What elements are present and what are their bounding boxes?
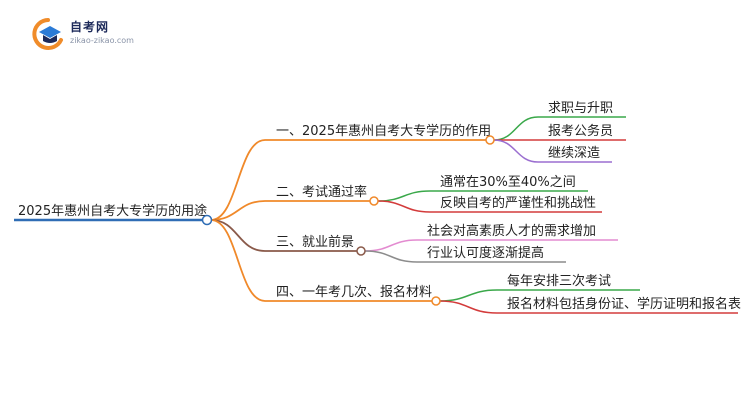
site-logo[interactable]: 自考网 zikao-zikao.com bbox=[28, 14, 168, 54]
leaf-1-1-label: 求职与升职 bbox=[548, 101, 613, 116]
leaf-2-2-label: 反映自考的严谨性和挑战性 bbox=[440, 195, 596, 211]
logo-domain-text: zikao-zikao.com bbox=[70, 36, 134, 45]
leaf-2-1-connector bbox=[377, 190, 431, 202]
branch-1-label: 一、2025年惠州自考大专学历的作用 bbox=[276, 123, 491, 139]
branch-3-label: 三、就业前景 bbox=[276, 234, 354, 250]
leaf-3-2-connector bbox=[364, 250, 418, 263]
root-node-label: 2025年惠州自考大专学历的用途 bbox=[18, 203, 207, 219]
branch-4-label: 四、一年考几次、报名材料 bbox=[276, 284, 432, 300]
branch-4-connector bbox=[210, 219, 266, 302]
mindmap-edges bbox=[14, 116, 738, 314]
leaf-2-2-connector bbox=[377, 200, 431, 213]
branch-2-connector bbox=[210, 200, 266, 221]
branch-3-connector bbox=[210, 219, 266, 252]
mindmap-nodes: 2025年惠州自考大专学历的用途 一、2025年惠州自考大专学历的作用 求职与升职报… bbox=[18, 101, 741, 312]
leaf-4-2-label: 报名材料包括身份证、学历证明和报名表 bbox=[507, 296, 741, 312]
branch-3-dot bbox=[356, 246, 366, 256]
leaf-1-3-connector bbox=[493, 139, 539, 163]
leaf-2-1-label: 通常在30%至40%之间 bbox=[440, 175, 576, 190]
leaf-4-2-connector bbox=[439, 300, 498, 314]
leaf-1-3-label: 继续深造 bbox=[548, 146, 600, 161]
root-node-dot bbox=[201, 214, 213, 226]
branch-1-connector bbox=[210, 139, 266, 221]
branch-2-dot bbox=[369, 196, 379, 206]
branch-2-label: 二、考试通过率 bbox=[276, 184, 367, 200]
leaf-4-1-connector bbox=[439, 289, 498, 302]
branch-1-dot bbox=[485, 135, 495, 145]
leaf-3-2-label: 行业认可度逐渐提高 bbox=[427, 245, 544, 261]
logo-mark-icon bbox=[32, 18, 63, 50]
leaf-3-1-connector bbox=[364, 239, 418, 252]
leaf-4-1-label: 每年安排三次考试 bbox=[507, 273, 611, 289]
leaf-1-1-connector bbox=[493, 116, 539, 141]
leaf-1-2-label: 报考公务员 bbox=[548, 123, 613, 139]
branch-4-dot bbox=[431, 296, 441, 306]
leaf-3-1-label: 社会对高素质人才的需求增加 bbox=[427, 223, 596, 239]
logo-brand-text: 自考网 bbox=[70, 20, 110, 34]
